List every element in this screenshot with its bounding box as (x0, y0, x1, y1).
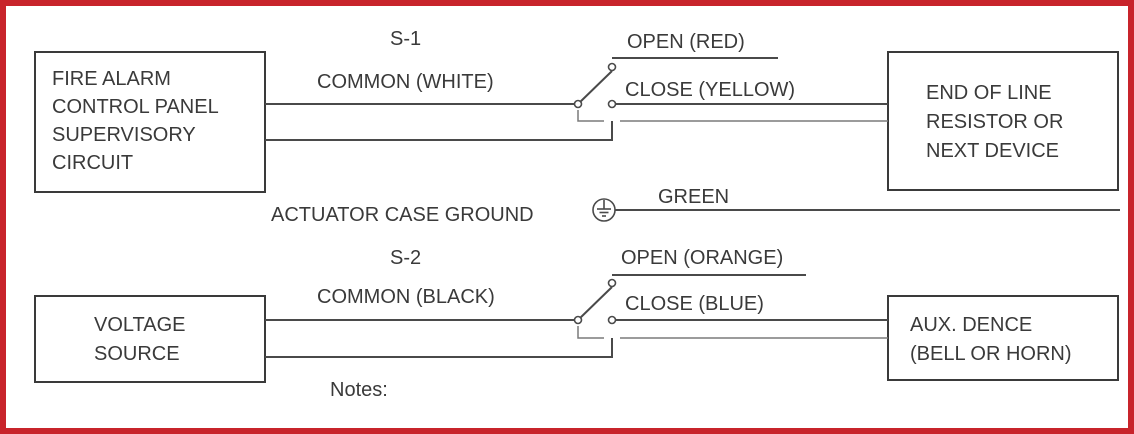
voltage-source-box (34, 295, 266, 383)
end-of-line-line-2: RESISTOR OR (926, 111, 1063, 133)
fire-panel-line-2: CONTROL PANEL (52, 96, 219, 118)
s2-common-contact (573, 315, 583, 325)
s1-return-wire (265, 121, 613, 141)
end-of-line-box (887, 51, 1119, 191)
aux-device-box (887, 295, 1119, 381)
s2-open-label: OPEN (ORANGE) (621, 247, 783, 269)
fire-alarm-panel-box (34, 51, 266, 193)
voltage-source-line-2: SOURCE (94, 343, 180, 365)
end-of-line-line-1: END OF LINE (926, 82, 1052, 104)
fire-panel-line-3: SUPERVISORY (52, 124, 196, 146)
s2-close-contact (607, 315, 617, 325)
fire-panel-line-1: FIRE ALARM (52, 68, 171, 90)
end-of-line-line-3: NEXT DEVICE (926, 140, 1059, 162)
s1-common-label: COMMON (WHITE) (317, 71, 494, 93)
ground-symbol-icon (592, 198, 616, 222)
ground-label: ACTUATOR CASE GROUND (271, 204, 534, 226)
notes-label: Notes: (330, 379, 388, 401)
s2-label: S-2 (390, 247, 421, 269)
s1-close-contact (607, 99, 617, 109)
s1-switch-bracket (577, 110, 604, 122)
s2-open-contact (607, 278, 617, 288)
s2-switch-bracket (577, 326, 604, 339)
fire-panel-line-4: CIRCUIT (52, 152, 133, 174)
s1-label: S-1 (390, 28, 421, 50)
aux-device-line-2: (BELL OR HORN) (910, 343, 1072, 365)
s2-return-wire (265, 338, 613, 358)
s1-open-label: OPEN (RED) (627, 31, 745, 53)
aux-device-line-1: AUX. DENCE (910, 314, 1032, 336)
ground-wire-label: GREEN (658, 186, 729, 208)
s1-switch-arm (577, 70, 613, 105)
s2-close-label: CLOSE (BLUE) (625, 293, 764, 315)
s2-common-label: COMMON (BLACK) (317, 286, 495, 308)
s1-open-contact (607, 62, 617, 72)
s2-switch-arm (577, 286, 613, 321)
s1-close-label: CLOSE (YELLOW) (625, 79, 795, 101)
s1-common-contact (573, 99, 583, 109)
voltage-source-line-1: VOLTAGE (94, 314, 186, 336)
